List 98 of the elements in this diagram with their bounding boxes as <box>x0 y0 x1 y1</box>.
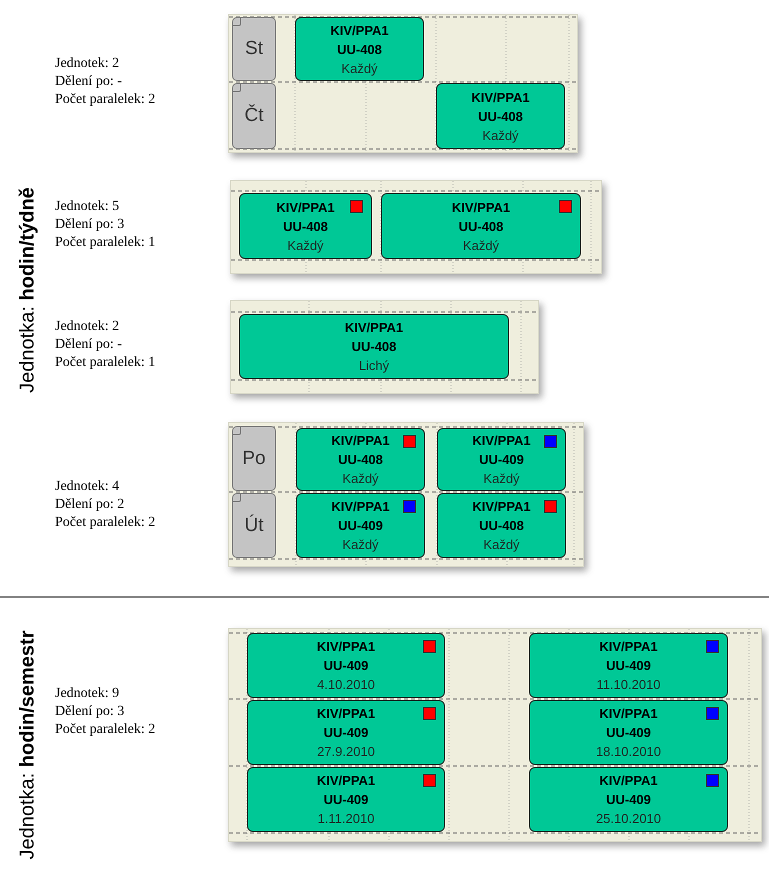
parameter-text: Jednotek: 2 <box>55 318 120 336</box>
day-tab: St <box>232 17 276 81</box>
room-number: UU-408 <box>352 338 396 356</box>
week-parity: Každý <box>483 536 520 554</box>
section-title: Jednotka: hodin/semestr <box>16 630 40 860</box>
course-code: KIV/PPA1 <box>316 638 376 656</box>
lesson-card <box>529 700 728 765</box>
lesson-card <box>529 633 728 698</box>
room-number: UU-409 <box>324 657 368 675</box>
group-flag-icon <box>403 500 416 513</box>
course-code: KIV/PPA1 <box>316 772 376 790</box>
room-number: UU-409 <box>324 791 368 809</box>
room-number: UU-408 <box>458 218 504 236</box>
parameter-text: Počet paralelek: 1 <box>55 234 156 252</box>
room-number: UU-408 <box>478 108 523 126</box>
group-flag-icon <box>544 500 557 513</box>
group-flag-icon <box>403 435 416 448</box>
course-code: KIV/PPA1 <box>276 198 335 216</box>
course-code: KIV/PPA1 <box>472 498 531 516</box>
course-code: KIV/PPA1 <box>471 88 530 106</box>
course-code: KIV/PPA1 <box>344 319 404 337</box>
room-number: UU-409 <box>606 791 651 809</box>
group-flag-icon <box>423 707 436 720</box>
week-parity: 4.10.2010 <box>317 676 375 694</box>
timetable-panel <box>230 300 539 394</box>
section-title: Jednotka: hodin/týdně <box>16 187 40 393</box>
lesson-card <box>295 17 424 81</box>
room-number: UU-409 <box>324 724 368 742</box>
parameter-text: Dělení po: - <box>55 336 123 354</box>
lesson-card <box>239 193 372 259</box>
group-flag-icon <box>350 200 363 213</box>
room-number: UU-409 <box>606 724 651 742</box>
parameter-text: Počet paralelek: 1 <box>55 354 156 372</box>
lesson-card <box>381 193 581 259</box>
group-flag-icon <box>423 774 436 787</box>
course-code: KIV/PPA1 <box>599 638 658 656</box>
parameter-text: Jednotek: 4 <box>55 478 120 496</box>
timetable-panel <box>228 422 584 567</box>
timetable-panel <box>230 180 602 274</box>
week-parity: Každý <box>341 60 378 78</box>
room-number: UU-409 <box>338 517 383 535</box>
course-code: KIV/PPA1 <box>599 705 658 723</box>
lesson-card <box>296 428 425 491</box>
course-code: KIV/PPA1 <box>330 22 389 40</box>
parameter-text: Jednotek: 2 <box>55 55 120 73</box>
week-parity: 11.10.2010 <box>596 676 661 694</box>
week-parity: Každý <box>482 126 519 144</box>
lesson-card <box>239 314 509 379</box>
parameter-text: Dělení po: - <box>55 73 123 91</box>
parameter-text: Dělení po: 2 <box>55 496 126 514</box>
week-parity: 25.10.2010 <box>596 810 662 828</box>
parameter-text: Počet paralelek: 2 <box>55 91 156 109</box>
course-code: KIV/PPA1 <box>452 198 510 216</box>
course-code: KIV/PPA1 <box>331 432 390 450</box>
room-number: UU-408 <box>338 451 383 469</box>
lesson-card <box>247 633 445 698</box>
course-code: KIV/PPA1 <box>331 498 390 516</box>
room-number: UU-408 <box>283 218 328 236</box>
lesson-card <box>247 767 445 832</box>
week-parity: Lichý <box>358 357 390 375</box>
group-flag-icon <box>544 435 557 448</box>
timetable-panel <box>228 14 578 153</box>
course-code: KIV/PPA1 <box>599 772 658 790</box>
week-parity: Každý <box>462 236 500 254</box>
course-code: KIV/PPA1 <box>472 432 531 450</box>
parameter-text: Počet paralelek: 2 <box>55 514 156 532</box>
lesson-card <box>529 767 728 832</box>
lesson-card <box>437 428 566 491</box>
parameter-text: Dělení po: 3 <box>55 216 126 234</box>
room-number: UU-408 <box>337 40 382 58</box>
lesson-card <box>437 493 566 558</box>
lesson-card <box>247 700 445 765</box>
timetable-panel <box>228 628 762 842</box>
room-number: UU-409 <box>606 657 651 675</box>
week-parity: Každý <box>342 470 379 488</box>
room-number: UU-409 <box>479 451 524 469</box>
parameter-text: Dělení po: 3 <box>55 703 126 721</box>
group-flag-icon <box>706 640 719 653</box>
day-tab: Po <box>232 426 276 491</box>
group-flag-icon <box>706 774 719 787</box>
lesson-card <box>296 493 425 558</box>
week-parity: Každý <box>287 236 324 254</box>
group-flag-icon <box>559 200 572 213</box>
week-parity: 18.10.2010 <box>596 743 662 761</box>
parameter-text: Jednotek: 9 <box>55 685 120 703</box>
lesson-card <box>436 83 565 149</box>
day-tab: Út <box>232 493 276 558</box>
room-number: UU-408 <box>479 517 524 535</box>
week-parity: 1.11.2010 <box>318 810 374 828</box>
group-flag-icon <box>706 707 719 720</box>
group-flag-icon <box>423 640 436 653</box>
day-tab: Čt <box>232 83 276 149</box>
parameter-text: Počet paralelek: 2 <box>55 721 156 739</box>
week-parity: Každý <box>342 536 379 554</box>
week-parity: 27.9.2010 <box>317 743 375 761</box>
week-parity: Každý <box>483 470 520 488</box>
parameter-text: Jednotek: 5 <box>55 198 120 216</box>
course-code: KIV/PPA1 <box>316 705 376 723</box>
